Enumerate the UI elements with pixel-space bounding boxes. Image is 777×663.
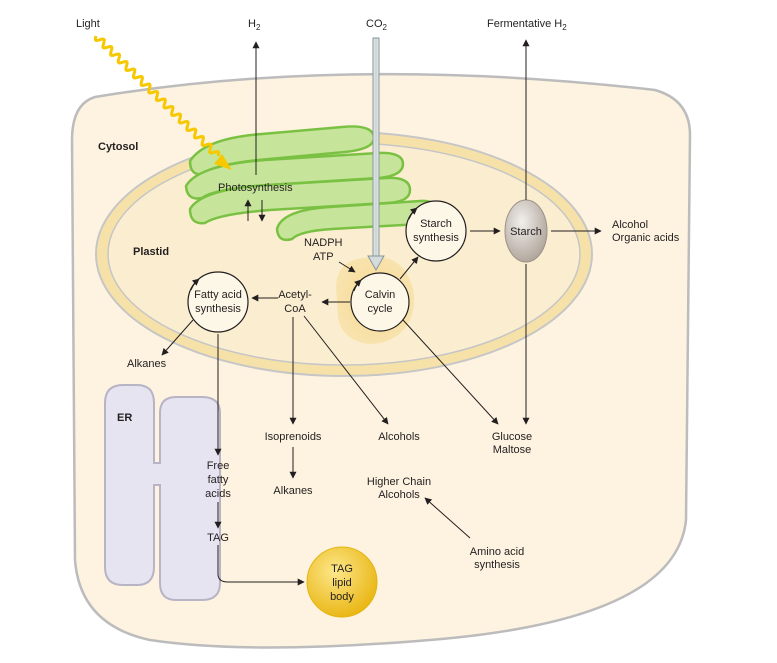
label-photosynthesis: Photosynthesis bbox=[218, 182, 293, 194]
arrow-amino-acid-to-higher-chain-alcohols bbox=[424, 497, 471, 539]
label-alkanes-top: Alkanes bbox=[127, 358, 167, 370]
label-starch-synthesis-2: synthesis bbox=[413, 232, 459, 244]
label-tag-body-3: body bbox=[330, 591, 354, 603]
label-tag-body-2: lipid bbox=[332, 577, 352, 589]
label-alkanes-bottom: Alkanes bbox=[273, 485, 313, 497]
label-isoprenoids: Isoprenoids bbox=[265, 431, 322, 443]
arrow-acetyl-coa-to-alcohols bbox=[303, 315, 389, 425]
diagram-labels: Light H2 CO2 Fermentative H2 Cytosol Pla… bbox=[76, 18, 680, 603]
label-alcohols: Alcohols bbox=[378, 431, 420, 443]
label-alcohol: Alcohol bbox=[612, 219, 648, 231]
label-starch: Starch bbox=[510, 226, 542, 238]
starch-synthesis-arrowhead bbox=[408, 207, 418, 220]
co2-influx-arrow bbox=[367, 37, 385, 272]
tag-lipid-body bbox=[306, 546, 378, 618]
label-organic-acids: Organic acids bbox=[612, 232, 680, 244]
label-calvin: Calvin bbox=[365, 289, 396, 301]
label-maltose: Maltose bbox=[493, 444, 532, 456]
label-fatty: fatty bbox=[208, 474, 229, 486]
label-acids: acids bbox=[205, 488, 231, 500]
calvin-cycle-node bbox=[350, 272, 410, 332]
label-light: Light bbox=[76, 18, 100, 30]
label-fermentative-h2: Fermentative H2 bbox=[487, 18, 567, 32]
label-amino-acid: Amino acid bbox=[470, 546, 524, 558]
label-coa: CoA bbox=[284, 303, 306, 315]
label-plastid: Plastid bbox=[133, 246, 169, 258]
label-acetyl: Acetyl- bbox=[278, 289, 312, 301]
arrow-fatty-acid-to-alkanes bbox=[161, 319, 194, 356]
label-cytosol: Cytosol bbox=[98, 141, 138, 153]
label-higher-chain-alcohols: Alcohols bbox=[378, 489, 420, 501]
label-tag-body-1: TAG bbox=[331, 563, 353, 575]
fatty-acid-synthesis-node bbox=[187, 271, 249, 333]
label-co2: CO2 bbox=[366, 18, 388, 32]
calvin-cycle-arrowhead bbox=[353, 279, 362, 292]
label-nadph: NADPH bbox=[304, 237, 343, 249]
label-cycle: cycle bbox=[367, 303, 392, 315]
label-higher-chain: Higher Chain bbox=[367, 476, 431, 488]
label-fatty-synthesis: synthesis bbox=[195, 303, 241, 315]
label-er: ER bbox=[117, 412, 132, 424]
arrow-nadph-atp-to-calvin bbox=[338, 261, 356, 273]
arrow-tag-to-lipid-body bbox=[217, 545, 305, 586]
starch-synthesis-node bbox=[405, 200, 467, 262]
label-starch-synthesis-1: Starch bbox=[420, 218, 452, 230]
label-free: Free bbox=[207, 460, 230, 472]
light-ray bbox=[93, 35, 221, 157]
label-tag: TAG bbox=[207, 532, 229, 544]
label-atp: ATP bbox=[313, 251, 334, 263]
light-ray-arrowhead bbox=[214, 154, 232, 170]
arrow-calvin-to-glucose bbox=[402, 319, 499, 425]
pathway-arrows bbox=[161, 39, 602, 586]
endoplasmic-reticulum bbox=[104, 384, 221, 601]
label-fatty-acid: Fatty acid bbox=[194, 289, 242, 301]
label-glucose: Glucose bbox=[492, 431, 532, 443]
fatty-acid-synthesis-arrowhead bbox=[190, 278, 200, 291]
arrow-calvin-to-starch-synthesis bbox=[399, 256, 419, 280]
label-h2: H2 bbox=[248, 18, 261, 32]
label-amino-synthesis: synthesis bbox=[474, 559, 520, 571]
